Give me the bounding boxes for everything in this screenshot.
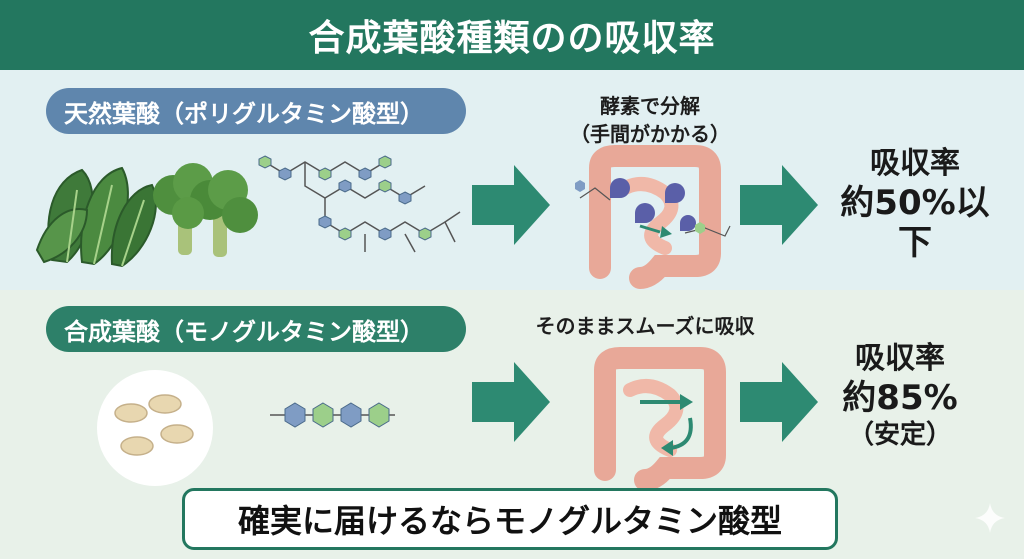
monoglutamate-molecule-icon	[270, 402, 395, 428]
intestine-icon	[594, 347, 726, 491]
enzyme-icon	[610, 178, 696, 231]
arrow-right-icon	[740, 165, 818, 245]
title-bar: 合成葉酸種類のの吸収率	[0, 0, 1024, 70]
enzyme-process-label: 酵素で分解 （手間がかかる）	[570, 94, 730, 146]
intestine-icon	[575, 145, 731, 289]
synthetic-folate-label: 合成葉酸（モノグルタミン酸型）	[46, 306, 466, 352]
conclusion-banner: 確実に届けるならモノグルタミン酸型	[182, 488, 838, 550]
smooth-absorption-label: そのままスムーズに吸収	[535, 314, 755, 338]
tablet-icon	[97, 370, 213, 486]
polyglutamate-molecule-icon	[258, 155, 461, 253]
natural-folate-label: 天然葉酸（ポリグルタミン酸型）	[46, 88, 466, 134]
synthetic-absorption-result: 吸収率 約85% （安定）	[842, 341, 958, 450]
arrow-right-icon	[472, 165, 550, 245]
sparkle-icon	[975, 503, 1005, 533]
arrow-right-icon	[472, 362, 550, 442]
natural-absorption-result: 吸収率 約50%以下	[840, 146, 990, 263]
arrow-right-icon	[740, 362, 818, 442]
page-title: 合成葉酸種類のの吸収率	[308, 18, 716, 59]
spinach-icon	[35, 166, 157, 268]
broccoli-icon	[153, 163, 258, 257]
